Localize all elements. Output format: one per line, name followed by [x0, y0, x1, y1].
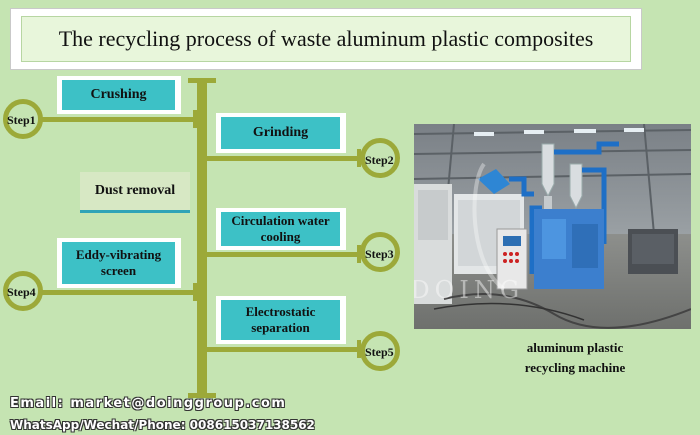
step2-label: Step2	[365, 153, 394, 167]
step3-connector	[207, 252, 370, 257]
step1-ring	[3, 99, 43, 139]
step5-connector	[207, 347, 370, 352]
step5-ring	[360, 331, 400, 371]
step4-connector	[35, 290, 197, 295]
step5-label: Step5	[365, 345, 394, 359]
step3-label: Step3	[365, 247, 394, 261]
step1-connector-cap	[193, 110, 197, 128]
machine-illustration	[414, 124, 691, 329]
step2-connector	[207, 156, 370, 161]
step2-box: Grinding	[216, 113, 346, 153]
step2-ring	[360, 138, 400, 178]
step5-box: Electrostatic separation	[216, 296, 346, 344]
step1-label: Step1	[7, 113, 36, 127]
step5-box-label: Electrostatic separation	[221, 300, 340, 340]
step3-connector-cap	[357, 245, 361, 263]
step1-connector	[35, 117, 197, 122]
watermark: DOING	[414, 276, 524, 304]
step4-ring	[3, 271, 43, 311]
spine-bottom-cap	[188, 393, 216, 398]
step1-box: Crushing	[57, 76, 181, 114]
step3-box-label: Circulation water cooling	[221, 212, 340, 246]
step1-box-label: Crushing	[62, 80, 175, 110]
step4-connector-cap	[193, 283, 197, 301]
spine-top-cap	[188, 78, 216, 83]
step4-label: Step4	[7, 285, 36, 299]
step2-connector-cap	[357, 149, 361, 167]
step3-ring	[360, 232, 400, 272]
step4-box-label: Eddy-vibrating screen	[62, 242, 175, 284]
step5-connector-cap	[357, 340, 361, 358]
title-banner: The recycling process of waste aluminum …	[10, 8, 642, 70]
machine-photo: DOING	[414, 124, 691, 329]
contact-phone: WhatsApp/Wechat/Phone: 008615037138562	[10, 418, 315, 432]
contact-email: Email: market@doinggroup.com	[10, 396, 287, 411]
step3-box: Circulation water cooling	[216, 208, 346, 250]
step4-box: Eddy-vibrating screen	[57, 238, 181, 288]
caption-line2: recycling machine	[524, 359, 626, 375]
flow-spine	[197, 78, 207, 398]
diagram-title: The recycling process of waste aluminum …	[21, 16, 631, 62]
dust-removal-box: Dust removal	[80, 172, 190, 213]
photo-caption: aluminum plastic recycling machine	[490, 338, 660, 377]
caption-line1: aluminum plastic	[526, 340, 624, 355]
step2-box-label: Grinding	[221, 117, 340, 149]
